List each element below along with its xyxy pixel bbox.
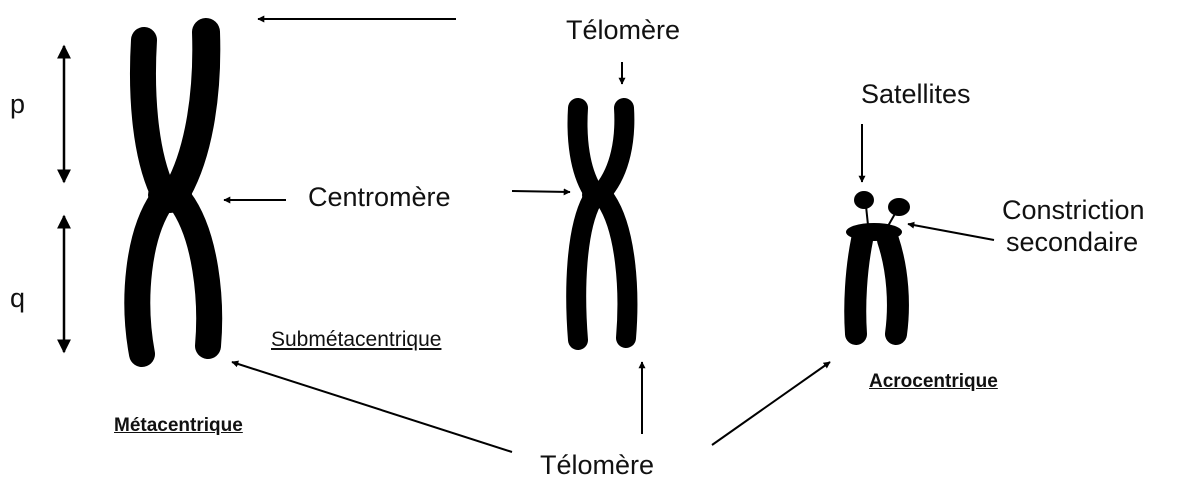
submetacentric-p-arm-right	[604, 108, 624, 190]
constriction-label-line2: secondaire	[1006, 229, 1138, 256]
submetacentric-p-arm-left	[578, 108, 592, 190]
acrocentric-arm-right	[888, 240, 898, 334]
submetacentric-q-arm-right	[606, 200, 627, 338]
telomere-label-bottom: Télomère	[540, 452, 654, 479]
acrocentrique-label: Acrocentrique	[869, 372, 998, 391]
acrocentric-chromosome	[846, 191, 910, 334]
submetacentric-q-arm-left	[576, 200, 592, 340]
acrocentric-centromere	[846, 223, 902, 241]
submetacentric-centromere	[582, 182, 614, 208]
metacentrique-label: Métacentrique	[114, 416, 243, 435]
centromere-label: Centromère	[308, 184, 451, 211]
metacentric-p-arm-right	[178, 32, 206, 190]
submetacentric-chromosome	[576, 108, 627, 340]
satellite-stalk-left	[866, 206, 868, 225]
arrow-constriction-to-acrocentric	[908, 224, 994, 240]
submetacentrique-label: Submétacentrique	[271, 329, 441, 350]
metacentric-q-arm-left	[137, 200, 162, 354]
metacentric-centromere	[148, 177, 192, 213]
arrow-telomere-to-metacentric-bottom	[232, 362, 512, 452]
q-arm-label: q	[10, 285, 25, 312]
arrow-telomere-to-acrocentric	[712, 362, 830, 445]
acrocentric-arm-left	[855, 240, 862, 334]
satellites-label: Satellites	[861, 81, 971, 108]
arrow-centromere-to-submetacentric	[512, 191, 570, 192]
satellite-right	[888, 198, 910, 216]
p-arm-label: p	[10, 91, 25, 118]
metacentric-p-arm-left	[143, 40, 162, 190]
constriction-label-line1: Constriction	[1002, 197, 1145, 224]
telomere-label-top: Télomère	[566, 17, 680, 44]
metacentric-chromosome	[137, 32, 209, 354]
metacentric-q-arm-right	[180, 200, 209, 346]
satellite-left	[854, 191, 874, 209]
